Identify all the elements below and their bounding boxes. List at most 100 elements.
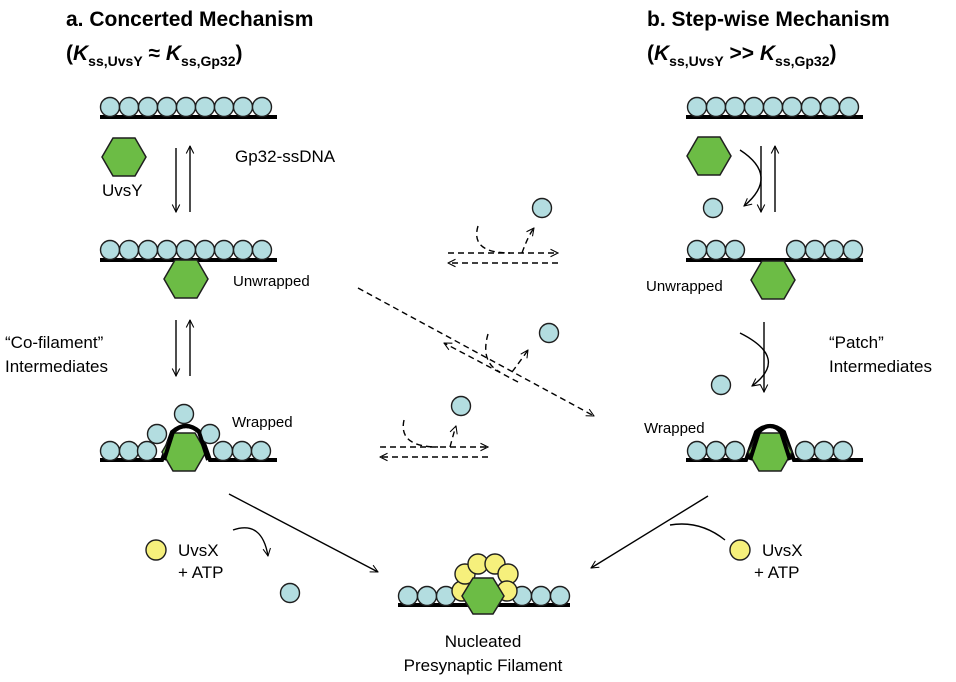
panel-a-gp32-ssdna [99, 96, 277, 119]
patch-label: “Patch” [829, 333, 884, 352]
unwrapped-label-a: Unwrapped [233, 273, 310, 290]
gp32-bead [232, 239, 254, 261]
patch-intermediates-label: Intermediates [829, 357, 932, 376]
gp32-bead [213, 96, 235, 118]
panel-a-title: a. Concerted Mechanism [66, 8, 313, 31]
panel-a-unwrapped-complex [99, 239, 277, 299]
co-filament-label: “Co-filament” [5, 333, 104, 352]
uvsx-label-a: UvsX [178, 541, 219, 560]
gp32-bead [137, 96, 159, 118]
panel-a-condition: (Kss,UvsY ≈ Kss,Gp32) [66, 42, 243, 69]
gp32-bead [213, 239, 235, 261]
gp32-bead [549, 585, 571, 607]
panel-b-condition: (Kss,UvsY >> Kss,Gp32) [647, 42, 837, 69]
wrapped-ssdna-overlay [748, 424, 792, 461]
central-equilibrium-top [448, 197, 558, 264]
nucleated-presynaptic-filament [397, 553, 571, 615]
gp32-bead [118, 239, 140, 261]
central-diagonal-arrow [357, 287, 594, 417]
panel-b-wrapped-complex [686, 424, 863, 472]
gp32-bead [794, 440, 816, 462]
central-equilibrium-bottom [380, 395, 488, 458]
uvsy-hexagon-icon [686, 136, 732, 176]
uvsy-hexagon-icon [101, 137, 147, 177]
gp32-bead-row [99, 96, 273, 118]
gp32-bead [832, 440, 854, 462]
product-label-line1: Nucleated [445, 632, 522, 651]
arrow-to-product-a [228, 493, 378, 573]
uvsy-hexagon-icon [461, 577, 505, 615]
uvsx-atp-label-b: + ATP [754, 563, 800, 582]
gp32-bead [156, 96, 178, 118]
gp32-bead [705, 96, 727, 118]
gp32-bead [781, 96, 803, 118]
uvsy-label: UvsY [102, 181, 143, 200]
gp32-ssdna-label: Gp32-ssDNA [235, 147, 336, 166]
gp32-bead-row [686, 96, 860, 118]
gp32-bead [173, 403, 195, 425]
gp32-bead [724, 96, 746, 118]
gp32-bead [232, 96, 254, 118]
gp32-bead [231, 440, 253, 462]
gp32-bead [251, 96, 273, 118]
gp32-bead-row [99, 239, 273, 261]
gp32-bead [842, 239, 864, 261]
gp32-release-arrow-b2 [739, 332, 770, 386]
gp32-bead [136, 440, 158, 462]
uvsy-hexagon-icon [750, 260, 796, 300]
gp32-bead [724, 440, 746, 462]
gp32-bead [450, 395, 472, 417]
panel-b-unwrapped-complex [686, 239, 864, 300]
gp32-bead [175, 239, 197, 261]
gp32-release-arrow-b1 [739, 149, 762, 206]
co-filament-intermediates-label: Intermediates [5, 357, 108, 376]
wrapped-ssdna-overlay [162, 424, 210, 461]
gp32-bead [813, 440, 835, 462]
released-gp32-bead [710, 374, 732, 396]
uvsx-circle-icon [729, 539, 751, 561]
gp32-bead [194, 96, 216, 118]
panel-a-wrapped-complex [99, 403, 277, 472]
gp32-bead [194, 239, 216, 261]
gp32-bead [416, 585, 438, 607]
uvsx-atp-label-a: + ATP [178, 563, 224, 582]
released-gp32-bead [702, 197, 724, 219]
gp32-bead [724, 239, 746, 261]
uvsx-label-b: UvsX [762, 541, 803, 560]
gp32-bead [530, 585, 552, 607]
panel-b-title: b. Step-wise Mechanism [647, 8, 890, 31]
gp32-bead [785, 239, 807, 261]
gp32-bead [705, 239, 727, 261]
dashed-diagonal-arrow [357, 287, 594, 417]
gp32-bead [686, 239, 708, 261]
gp32-bead [823, 239, 845, 261]
unwrapped-label-b: Unwrapped [646, 278, 723, 295]
gp32-bead [838, 96, 860, 118]
uvsx-circle-icon [145, 539, 167, 561]
arrow-to-product-b [591, 495, 709, 568]
gp32-bead [397, 585, 419, 607]
gp32-bead [99, 239, 121, 261]
gp32-bead [146, 423, 168, 445]
gp32-bead [99, 96, 121, 118]
gp32-bead [531, 197, 553, 219]
gp32-bead [250, 440, 272, 462]
dashed-diagonal-reverse [444, 342, 519, 383]
wrapped-label-a: Wrapped [232, 414, 293, 431]
gp32-bead [762, 96, 784, 118]
uvsy-hexagon-icon [161, 432, 207, 472]
gp32-bead [156, 239, 178, 261]
gp32-bead [743, 96, 765, 118]
gp32-bead [137, 239, 159, 261]
gp32-bead [686, 96, 708, 118]
product-label-line2: Presynaptic Filament [404, 656, 563, 675]
gp32-bead [251, 239, 273, 261]
gp32-bead [212, 440, 234, 462]
gp32-release-arrow-a [232, 527, 268, 556]
gp32-bead [800, 96, 822, 118]
gp32-bead [538, 322, 560, 344]
gp32-bead [118, 440, 140, 462]
gp32-bead [686, 440, 708, 462]
gp32-bead [804, 239, 826, 261]
